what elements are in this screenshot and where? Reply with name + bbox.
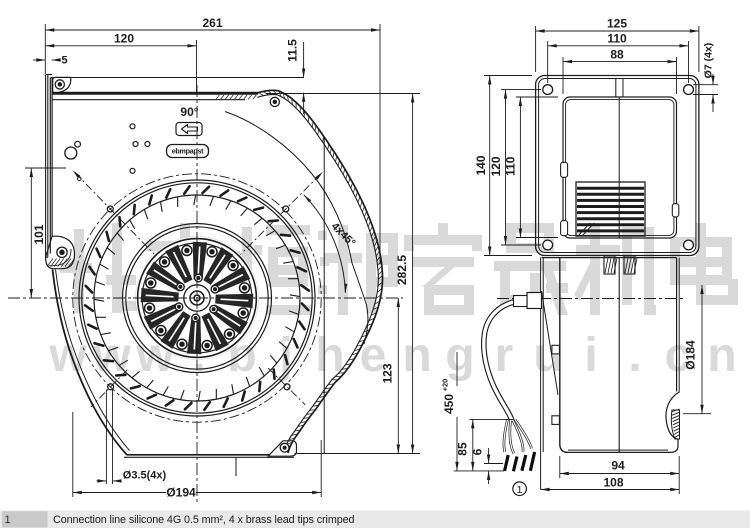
- svg-text:1: 1: [517, 484, 523, 496]
- svg-text:450: 450: [442, 394, 456, 414]
- svg-text:c: c: [665, 329, 692, 382]
- svg-text:120: 120: [489, 156, 503, 176]
- svg-text:94: 94: [611, 458, 625, 472]
- svg-text:g: g: [445, 329, 474, 382]
- svg-text:e: e: [360, 329, 387, 382]
- svg-text:Ø194: Ø194: [166, 486, 196, 500]
- svg-text:n: n: [402, 329, 431, 382]
- svg-text:125: 125: [607, 17, 627, 31]
- svg-text:85: 85: [455, 442, 469, 456]
- svg-text:Connection line silicone 4G 0.: Connection line silicone 4G 0.5 mm², 4 x…: [53, 514, 355, 526]
- svg-text:w: w: [48, 329, 87, 382]
- svg-text:ebmpapst: ebmpapst: [172, 147, 204, 156]
- svg-text:i: i: [584, 329, 597, 382]
- svg-text:h: h: [315, 329, 344, 382]
- svg-text:282.5: 282.5: [395, 255, 409, 285]
- svg-text:11.5: 11.5: [286, 39, 300, 62]
- svg-text:88: 88: [610, 47, 624, 61]
- svg-text:140: 140: [474, 155, 488, 175]
- svg-text:r: r: [495, 329, 514, 382]
- svg-text:110: 110: [503, 156, 517, 176]
- svg-text:110: 110: [607, 32, 627, 46]
- svg-text:101: 101: [32, 224, 46, 244]
- svg-text:Ø3.5(4x): Ø3.5(4x): [123, 470, 167, 482]
- svg-text:108: 108: [603, 476, 623, 490]
- svg-text:1: 1: [5, 514, 11, 526]
- svg-text:261: 261: [202, 16, 222, 30]
- svg-text:Ø184: Ø184: [684, 340, 698, 370]
- svg-text:Ø7 (4x): Ø7 (4x): [703, 43, 715, 79]
- svg-text:u: u: [533, 329, 562, 382]
- svg-text:+20: +20: [441, 379, 450, 392]
- svg-text:5: 5: [61, 55, 67, 67]
- svg-text:6: 6: [471, 448, 485, 455]
- svg-text:n: n: [707, 329, 736, 382]
- svg-text:123: 123: [381, 363, 395, 383]
- svg-text:120: 120: [114, 32, 134, 46]
- svg-text:.: .: [628, 329, 641, 382]
- svg-text:90°: 90°: [180, 105, 198, 119]
